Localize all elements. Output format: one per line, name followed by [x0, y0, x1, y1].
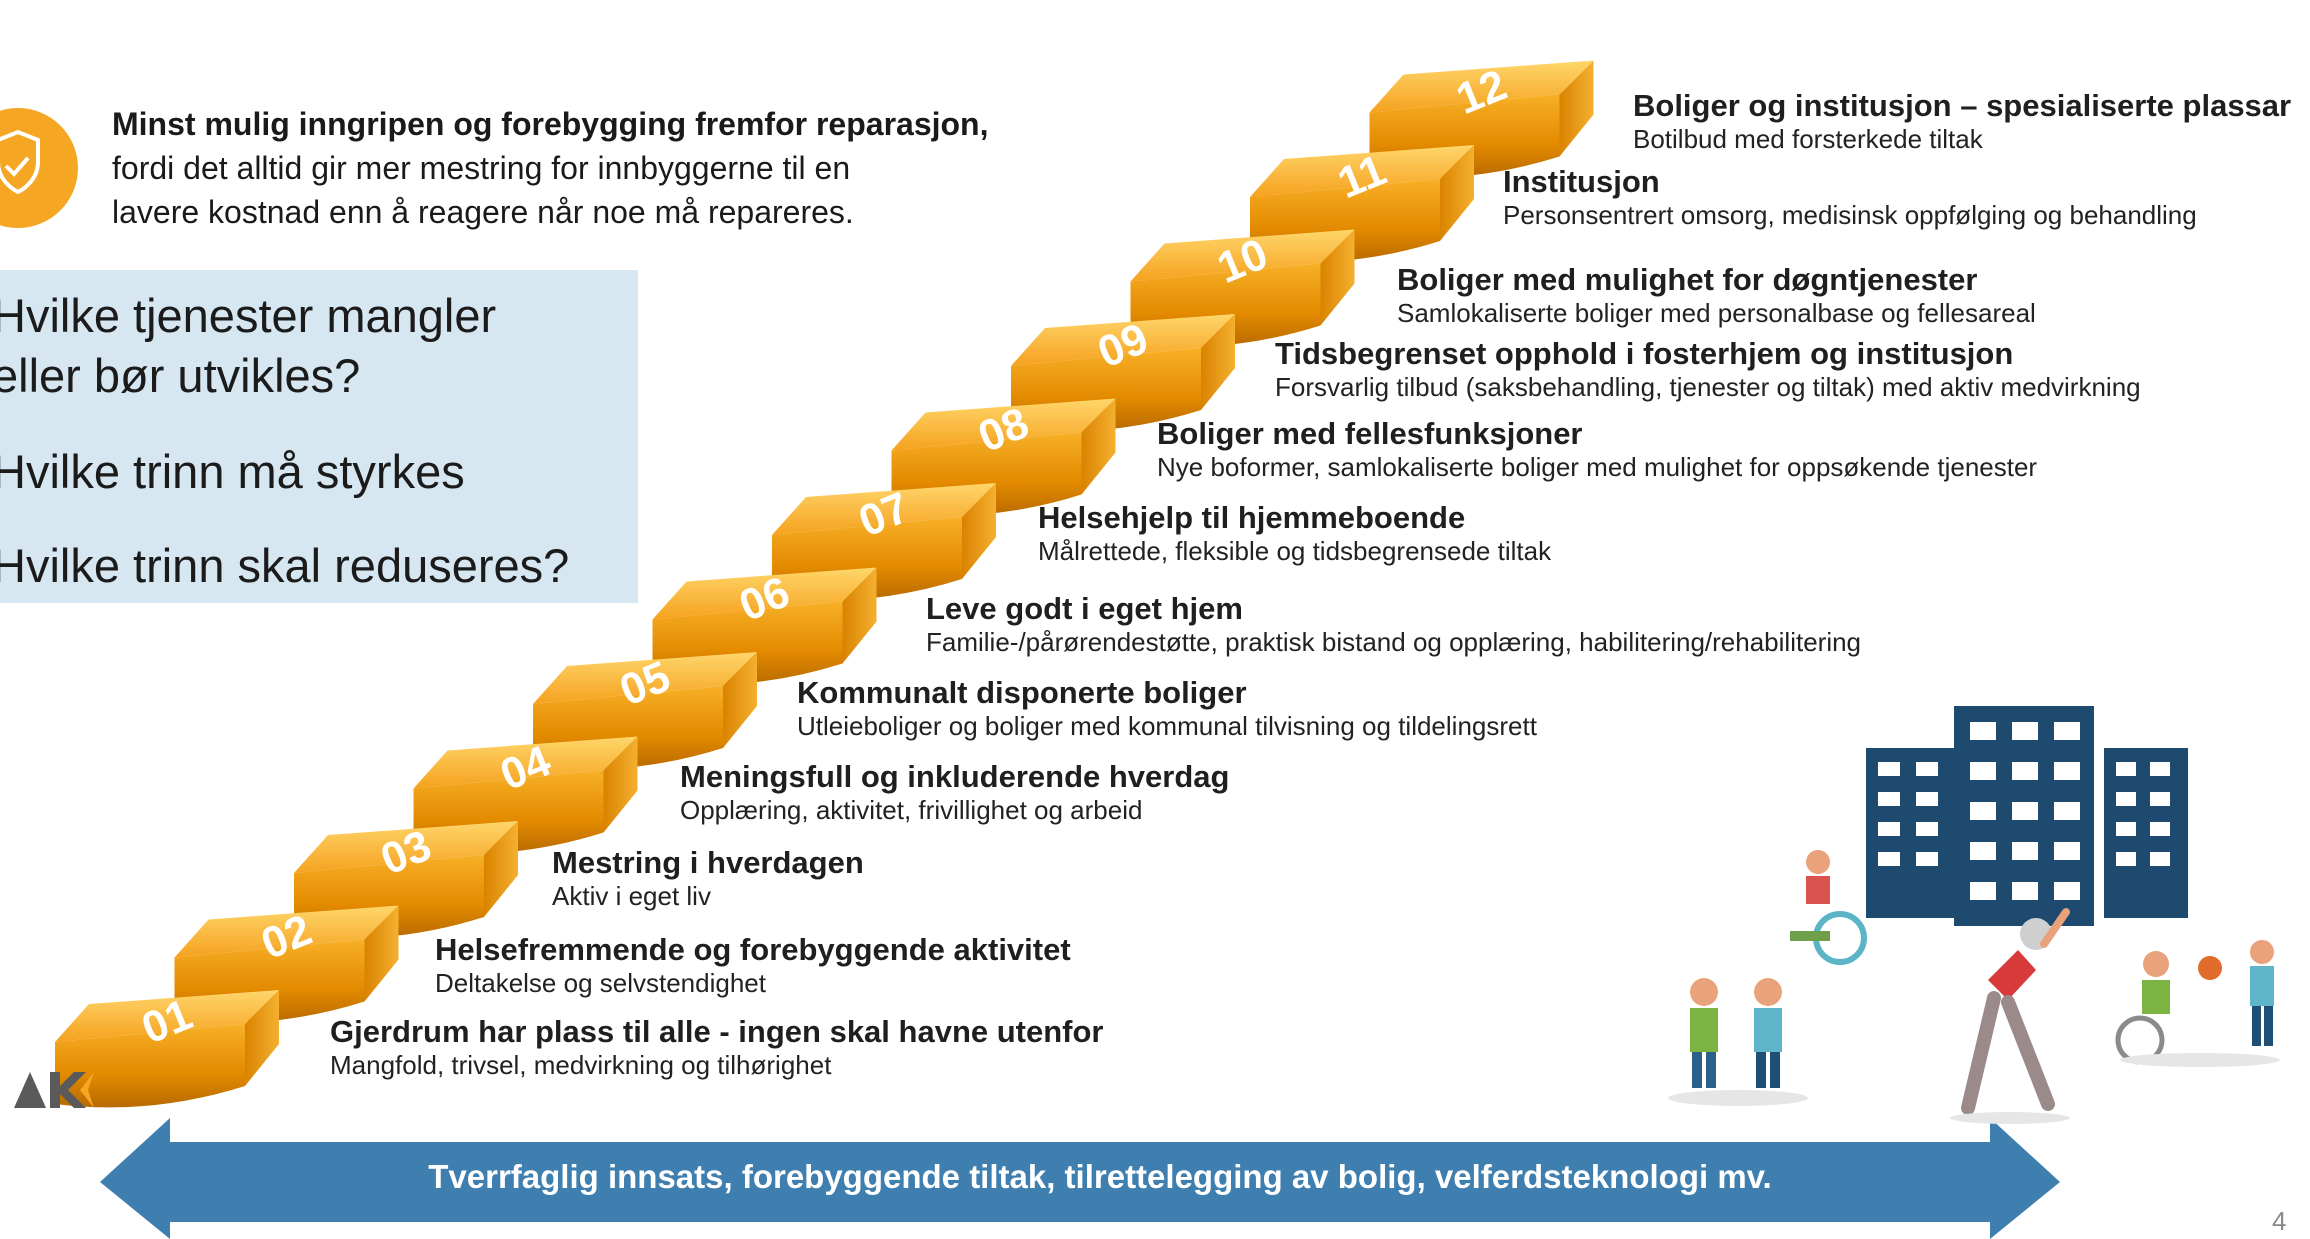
step-title: Leve godt i eget hjem [926, 591, 1243, 626]
step-block-09: 09 [1011, 314, 1235, 432]
step-title: Kommunalt disponerte boliger [797, 675, 1247, 710]
step-subtitle: Botilbud med forsterkede tiltak [1633, 124, 1983, 154]
step-subtitle: Opplæring, aktivitet, frivillighet og ar… [680, 795, 1143, 825]
step-title: Helsehjelp til hjemmeboende [1038, 500, 1466, 535]
building-illustration [1866, 706, 2188, 926]
step-side [1081, 398, 1116, 495]
step-subtitle: Forsvarlig tilbud (saksbehandling, tjene… [1275, 372, 2141, 402]
step-label-08: Boliger med fellesfunksjoner Nye boforme… [1157, 416, 2037, 482]
check-icon [4, 156, 30, 177]
step-title: Gjerdrum har plass til alle - ingen skal… [330, 1014, 1104, 1049]
step-side [962, 483, 996, 579]
step-top [772, 483, 996, 535]
step-side [1320, 229, 1355, 326]
step-top [652, 567, 877, 620]
step-title: Meningsfull og inkluderende hverdag [680, 759, 1230, 794]
step-top [1369, 60, 1594, 113]
step-subtitle: Mangfold, trivsel, medvirkning og tilhør… [330, 1050, 832, 1080]
step-title: Institusjon [1503, 164, 1660, 199]
step-subtitle: Samlokaliserte boliger med personalbase … [1397, 298, 2036, 328]
step-label-11: Institusjon Personsentrert omsorg, medis… [1503, 164, 2197, 230]
step-subtitle: Målrettede, fleksible og tidsbegrensede … [1038, 536, 1552, 566]
intro-bold: Minst mulig inngripen og forebygging fre… [112, 106, 989, 142]
step-subtitle: Personsentrert omsorg, medisinsk oppfølg… [1503, 200, 2197, 230]
banner-text: Tverrfaglig innsats, forebyggende tiltak… [428, 1158, 1772, 1195]
step-title: Boliger og institusjon – spesialiserte p… [1633, 88, 2292, 123]
page-number: 4 [2272, 1206, 2287, 1236]
badge [0, 108, 78, 228]
question-1b: eller bør utvikles? [0, 349, 361, 402]
step-top [294, 821, 518, 873]
step-subtitle: Familie-/pårørendestøtte, praktisk bista… [926, 627, 1862, 657]
step-side [842, 567, 877, 664]
questions-box: Hvilke tjenester mangler eller bør utvik… [0, 270, 638, 603]
intro-line-2: fordi det alltid gir mer mestring for in… [112, 150, 851, 186]
step-top [174, 905, 399, 958]
step-side [603, 736, 638, 833]
step-top [533, 652, 757, 704]
step-side [245, 990, 279, 1086]
step-top [1250, 145, 1474, 197]
intro-text: Minst mulig inngripen og forebygging fre… [112, 102, 1012, 234]
step-label-10: Boliger med mulighet for døgntjenester S… [1397, 262, 2036, 328]
step-label-05: Kommunalt disponerte boliger Utleiebolig… [797, 675, 1537, 741]
question-2: Hvilke trinn må styrkes [0, 445, 465, 498]
step-label-03: Mestring i hverdagen Aktiv i eget liv [552, 845, 864, 911]
people-illustration [1668, 850, 2280, 1124]
step-subtitle: Aktiv i eget liv [552, 881, 711, 911]
step-label-04: Meningsfull og inkluderende hverdag Oppl… [680, 759, 1229, 825]
ak-logo [14, 1072, 94, 1108]
banner-arrow [100, 1118, 2060, 1239]
intro-line-3: lavere kostnad enn å reagere når noe må … [112, 194, 854, 230]
step-side [1201, 314, 1235, 410]
step-label-01: Gjerdrum har plass til alle - ingen skal… [330, 1014, 1104, 1080]
step-top [1011, 314, 1235, 366]
step-label-12: Boliger og institusjon – spesialiserte p… [1633, 88, 2291, 154]
step-subtitle: Utleieboliger og boliger med kommunal ti… [797, 711, 1537, 741]
step-top [413, 736, 638, 789]
step-title: Mestring i hverdagen [552, 845, 864, 880]
step-side [1559, 60, 1594, 157]
step-side [364, 905, 399, 1002]
step-side [484, 821, 518, 917]
step-title: Boliger med fellesfunksjoner [1157, 416, 1583, 451]
step-subtitle: Deltakelse og selvstendighet [435, 968, 766, 998]
question-3: Hvilke trinn skal reduseres? [0, 539, 570, 592]
step-label-07: Helsehjelp til hjemmeboende Målrettede, … [1038, 500, 1551, 566]
step-title: Tidsbegrenset opphold i fosterhjem og in… [1275, 336, 2014, 371]
step-title: Helsefremmende og forebyggende aktivitet [435, 932, 1071, 967]
step-title: Boliger med mulighet for døgntjenester [1397, 262, 1978, 297]
step-top [55, 990, 279, 1042]
step-top [891, 398, 1116, 451]
step-block-03: 03 [294, 821, 518, 939]
step-top [1130, 229, 1355, 282]
step-block-01: 01 [55, 990, 279, 1108]
step-subtitle: Nye boformer, samlokaliserte boliger med… [1157, 452, 2038, 482]
step-label-06: Leve godt i eget hjem Familie-/pårørende… [926, 591, 1861, 657]
step-side [723, 652, 757, 748]
shield-icon [0, 129, 40, 195]
step-label-09: Tidsbegrenset opphold i fosterhjem og in… [1275, 336, 2141, 402]
step-label-02: Helsefremmende og forebyggende aktivitet… [435, 932, 1071, 998]
step-side [1440, 145, 1474, 241]
question-1a: Hvilke tjenester mangler [0, 289, 497, 342]
step-front [55, 1024, 245, 1108]
step-block-10: 10 [1130, 229, 1355, 347]
